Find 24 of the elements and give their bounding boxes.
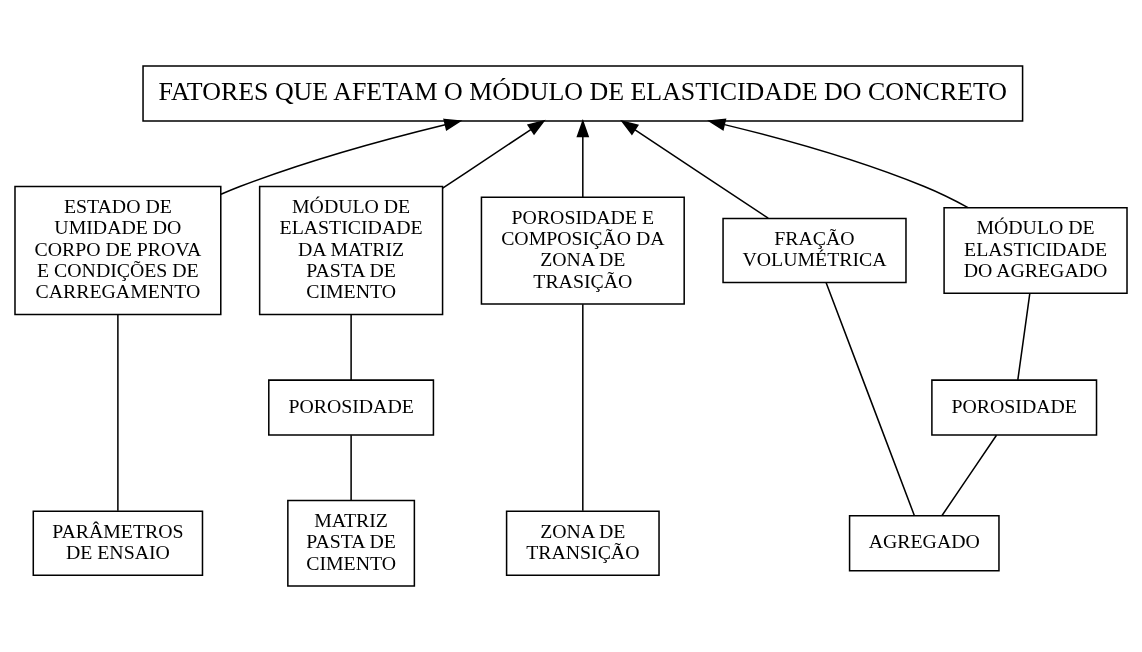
node-box: FRAÇÃO VOLUMÉTRICA [722, 217, 907, 284]
node-box: MÓDULO DE ELASTICIDADE DA MATRIZ PASTA DE CIMENTO [258, 185, 444, 316]
node-box: FATORES QUE AFETAM O MÓDULO DE ELASTICIDADE DO CONCRETO [142, 65, 1024, 122]
node-box: POROSIDADE [931, 379, 1098, 436]
node-box: MÓDULO DE ELASTICIDADE DO AGREGADO [943, 207, 1128, 294]
connector [941, 434, 998, 517]
connector [582, 303, 584, 512]
node-box: POROSIDADE [268, 379, 435, 436]
node-box: AGREGADO [848, 515, 1000, 572]
connector [1017, 292, 1031, 381]
connector [825, 282, 916, 517]
arrow [707, 118, 969, 209]
arrow [441, 119, 546, 189]
node-box: MATRIZ PASTA DE CIMENTO [287, 499, 416, 587]
connector [350, 434, 352, 502]
node-box: ZONA DE TRANSIÇÃO [505, 510, 660, 576]
arrow [220, 118, 463, 196]
node-box: ESTADO DE UMIDADE DO CORPO DE PROVA E CONDIÇÕES DE CARREGAMENTO [14, 185, 222, 316]
connector [117, 314, 119, 512]
node-box: POROSIDADE E COMPOSIÇÃO DA ZONA DE TRASIÇÃO [480, 196, 685, 305]
arrow [620, 119, 769, 219]
node-box: PARÂMETROS DE ENSAIO [32, 510, 204, 576]
connector [350, 314, 352, 381]
arrow [576, 118, 590, 198]
